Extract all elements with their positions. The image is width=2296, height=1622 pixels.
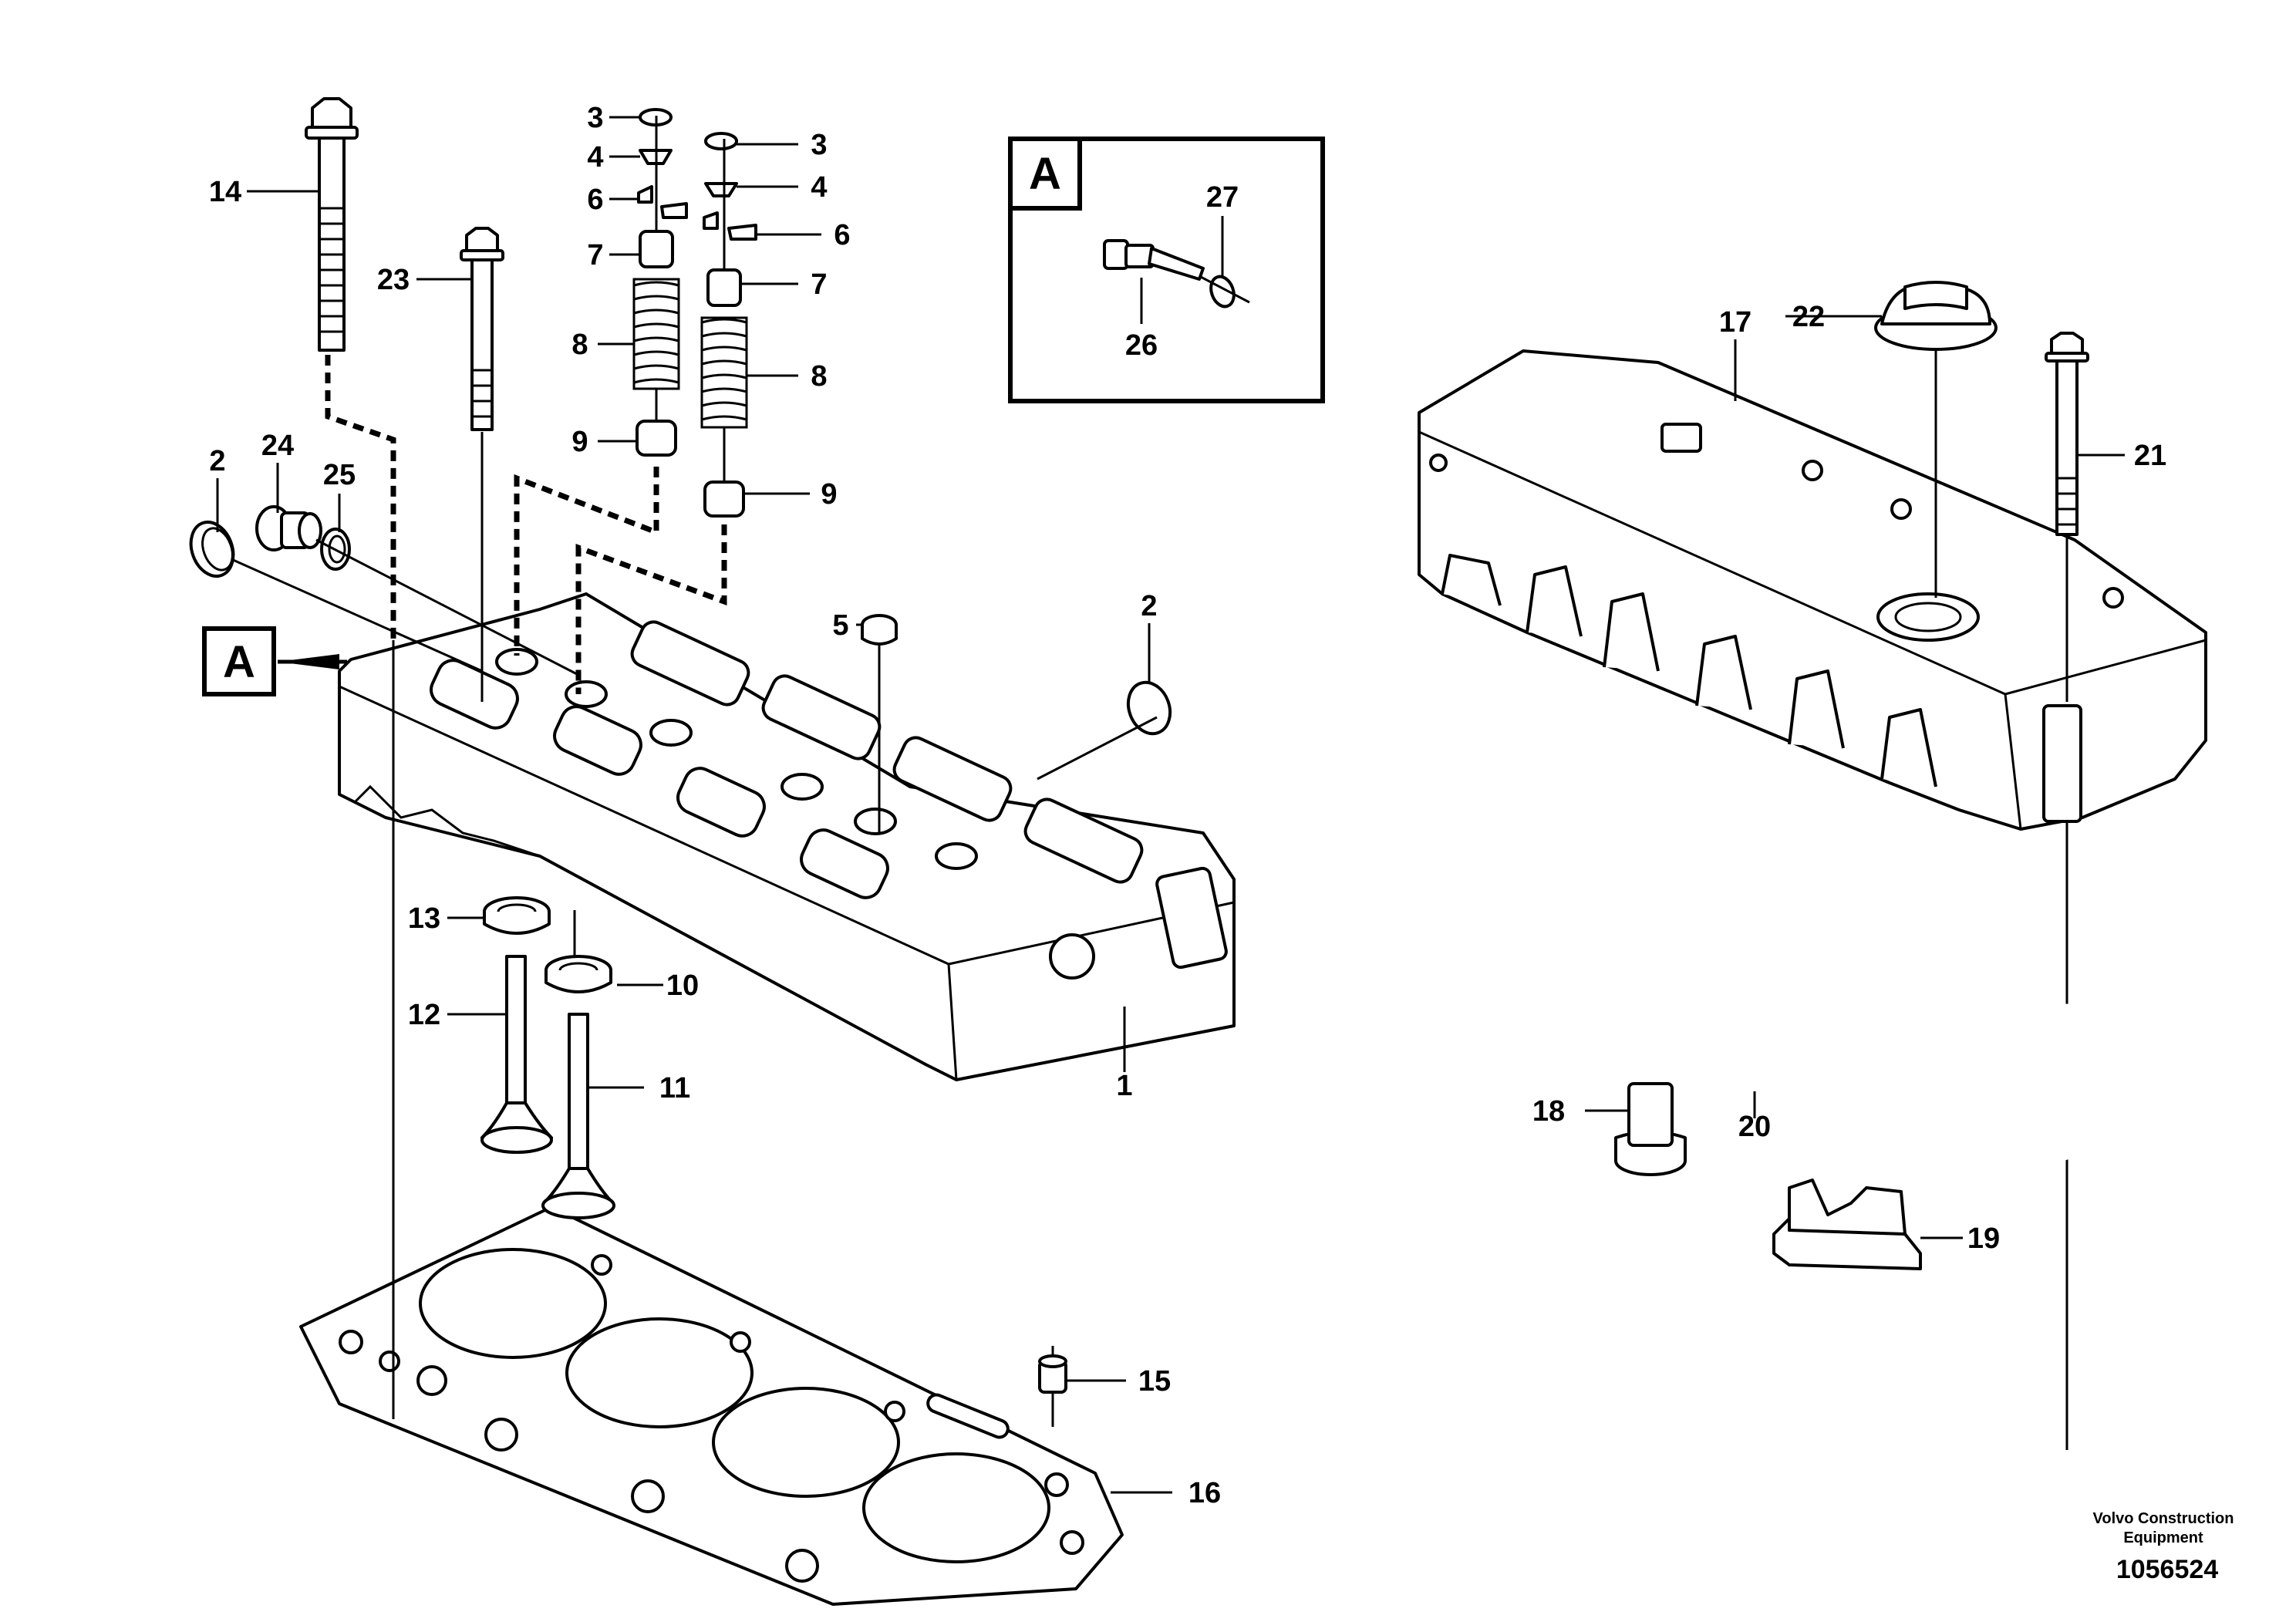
- callout-6-right: 6: [834, 219, 850, 251]
- valve-12: [480, 955, 553, 1154]
- callout-2-right: 2: [1141, 590, 1157, 622]
- callout-4-right: 4: [811, 171, 827, 204]
- callout-3-left: 3: [587, 102, 603, 134]
- callout-13: 13: [408, 902, 440, 935]
- callout-7-left: 7: [587, 239, 603, 271]
- cylinder-head: [338, 592, 1236, 1081]
- oil-cap-22: [1874, 281, 1998, 351]
- callout-24: 24: [261, 430, 294, 462]
- valve-11: [541, 1013, 615, 1219]
- callout-8-left: 8: [571, 329, 588, 361]
- drawing-number: 1056524: [2116, 1555, 2218, 1584]
- callout-10: 10: [666, 969, 699, 1002]
- seal-10: [544, 955, 612, 993]
- callout-9-left: 9: [571, 426, 588, 458]
- callout-20: 20: [1738, 1111, 1771, 1143]
- callout-6-left: 6: [587, 184, 603, 216]
- view-marker-letter: A: [223, 637, 255, 687]
- plug-24: [255, 505, 322, 551]
- valve-cover: [1418, 349, 2207, 831]
- callout-5: 5: [832, 609, 848, 642]
- bolt-21: [2045, 332, 2089, 536]
- callout-2-left: 2: [209, 445, 225, 477]
- cap-5: [861, 614, 898, 646]
- callout-9-right: 9: [821, 478, 837, 511]
- view-marker-a: A: [202, 626, 347, 696]
- callout-3-right: 3: [811, 129, 827, 161]
- plug-2-left: [189, 521, 235, 578]
- callout-19: 19: [1967, 1222, 2000, 1255]
- valve-path-right: [575, 524, 727, 694]
- detail-box-a: A: [1008, 137, 1325, 403]
- sensor-26: [1103, 239, 1205, 281]
- part-18: [1614, 1082, 1687, 1176]
- valve-assembly-right: [700, 132, 757, 518]
- callout-27: 27: [1206, 181, 1239, 214]
- callout-4-left: 4: [587, 141, 603, 174]
- callout-16: 16: [1188, 1477, 1221, 1509]
- callout-26: 26: [1125, 329, 1158, 362]
- callout-22: 22: [1792, 301, 1825, 333]
- valve-path-left: [514, 467, 659, 656]
- bolt-23: [460, 227, 504, 431]
- plug-2-right: [1126, 680, 1172, 736]
- bolt-14: [305, 97, 359, 352]
- callout-1: 1: [1116, 1070, 1132, 1102]
- callout-14: 14: [209, 176, 241, 208]
- callout-25: 25: [323, 459, 356, 491]
- callout-21: 21: [2134, 440, 2166, 472]
- callout-23: 23: [377, 264, 410, 296]
- callout-18: 18: [1532, 1095, 1565, 1128]
- head-gasket: [299, 1206, 1124, 1606]
- callout-7-right: 7: [811, 268, 827, 301]
- seal-13: [483, 896, 551, 935]
- callout-labels: 1 2 2 3 3 4 4 5 6 6 7 7 8 8 9 9 10 11 12…: [209, 102, 2166, 1509]
- valve-assembly-left: [632, 108, 688, 457]
- part-19: [1772, 1179, 1922, 1270]
- callout-8-right: 8: [811, 360, 827, 393]
- brand-line-2: Equipment: [2123, 1529, 2203, 1546]
- dowel-15: [1038, 1354, 1067, 1394]
- leader-lines: [216, 116, 2125, 1494]
- callout-17: 17: [1719, 306, 1752, 339]
- callout-12: 12: [408, 999, 440, 1031]
- callout-11: 11: [659, 1072, 690, 1104]
- detail-box-letter: A: [1029, 149, 1061, 199]
- footer: Volvo Construction Equipment 1056524: [2093, 1510, 2234, 1584]
- callout-15: 15: [1138, 1365, 1171, 1398]
- bolt-path: [325, 355, 396, 640]
- valve-cover-gasket: [1439, 811, 2209, 1168]
- brand-line-1: Volvo Construction: [2093, 1510, 2234, 1527]
